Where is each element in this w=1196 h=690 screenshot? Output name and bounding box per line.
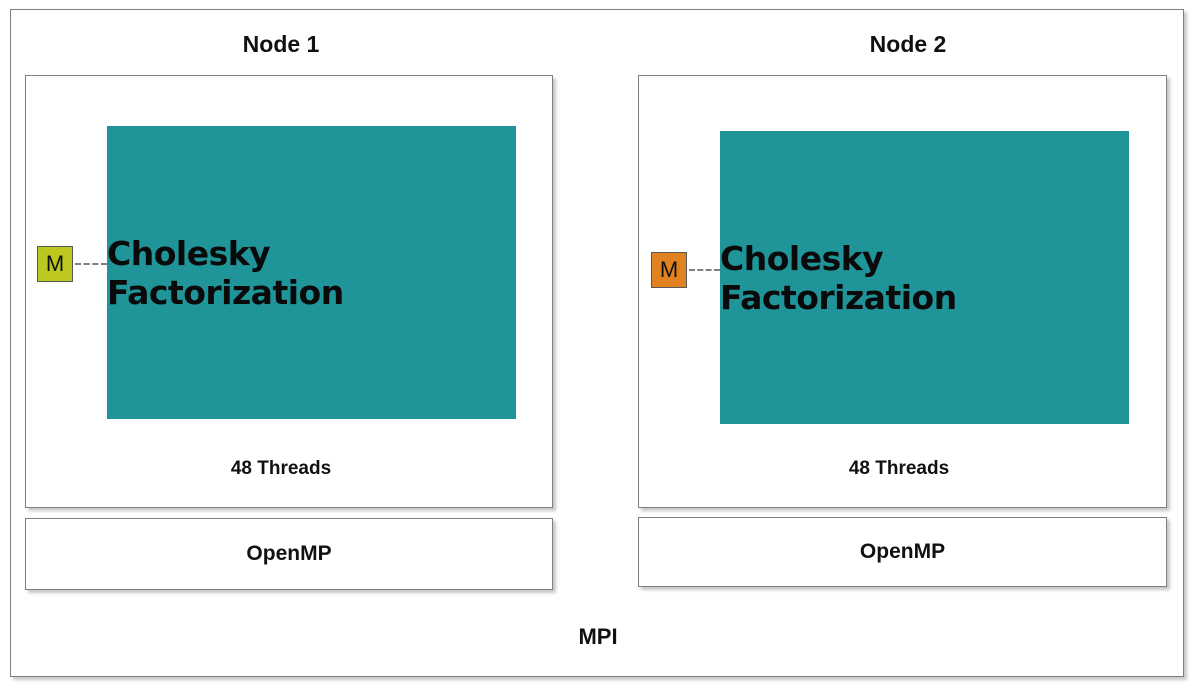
node-1-threads-label: 48 Threads	[230, 458, 332, 479]
node-2-memory-label: M	[659, 257, 679, 282]
node-2-threads-label: 48 Threads	[848, 458, 950, 479]
node-1-openmp-label: OpenMP	[246, 542, 332, 565]
node-2-openmp-box: OpenMP	[638, 517, 1167, 587]
node-2-memory-icon: M	[651, 252, 687, 288]
node-1-cholesky-label: Cholesky Factorization	[107, 233, 344, 312]
node-1-memory-connector	[75, 263, 107, 265]
node-2-openmp-label: OpenMP	[859, 540, 946, 563]
node-1-openmp-box: OpenMP	[25, 518, 553, 590]
mpi-label: MPI	[578, 624, 618, 649]
node-1-title: Node 1	[242, 31, 320, 57]
node-2-cholesky-label: Cholesky Factorization	[720, 238, 957, 317]
node-1-cholesky-block: Cholesky Factorization	[107, 126, 516, 419]
node-1-memory-label: M	[45, 251, 65, 276]
node-2-memory-connector	[689, 269, 720, 271]
node-2-cholesky-block: Cholesky Factorization	[720, 131, 1129, 424]
node-2-title: Node 2	[869, 31, 947, 57]
node-1-memory-icon: M	[37, 246, 73, 282]
